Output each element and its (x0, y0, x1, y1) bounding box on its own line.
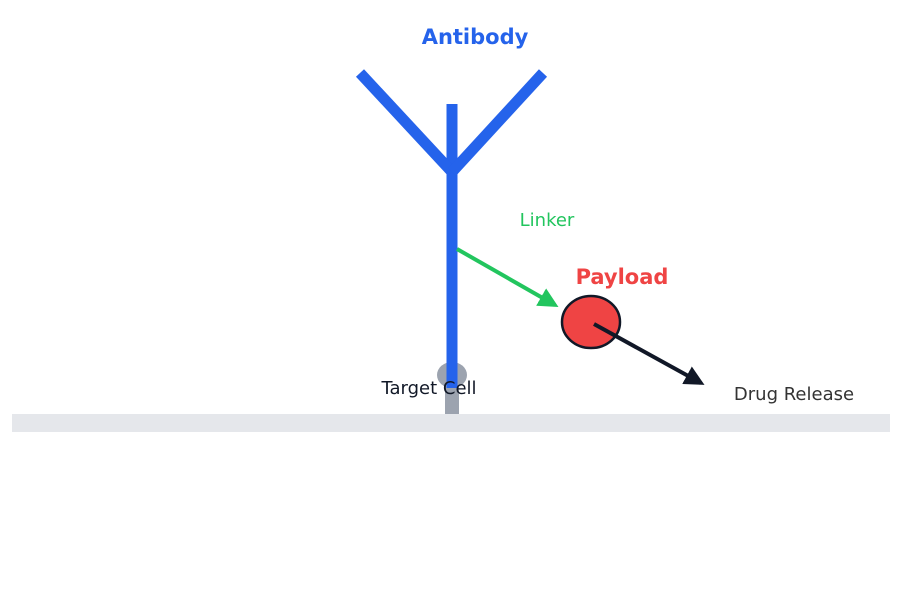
antibody-right-arm (447, 69, 548, 176)
drug-release-label: Drug Release (734, 384, 854, 405)
payload-circle (560, 294, 622, 350)
linker-arrow (456, 247, 559, 307)
drug-release-arrow (593, 322, 705, 385)
linker-label: Linker (520, 210, 575, 231)
cell-membrane (12, 414, 890, 432)
antibody (355, 69, 548, 388)
payload-label: Payload (576, 265, 669, 289)
antibody-left-arm (355, 69, 457, 176)
antibody-label: Antibody (422, 25, 529, 49)
target-cell-label: Target Cell (380, 378, 476, 399)
